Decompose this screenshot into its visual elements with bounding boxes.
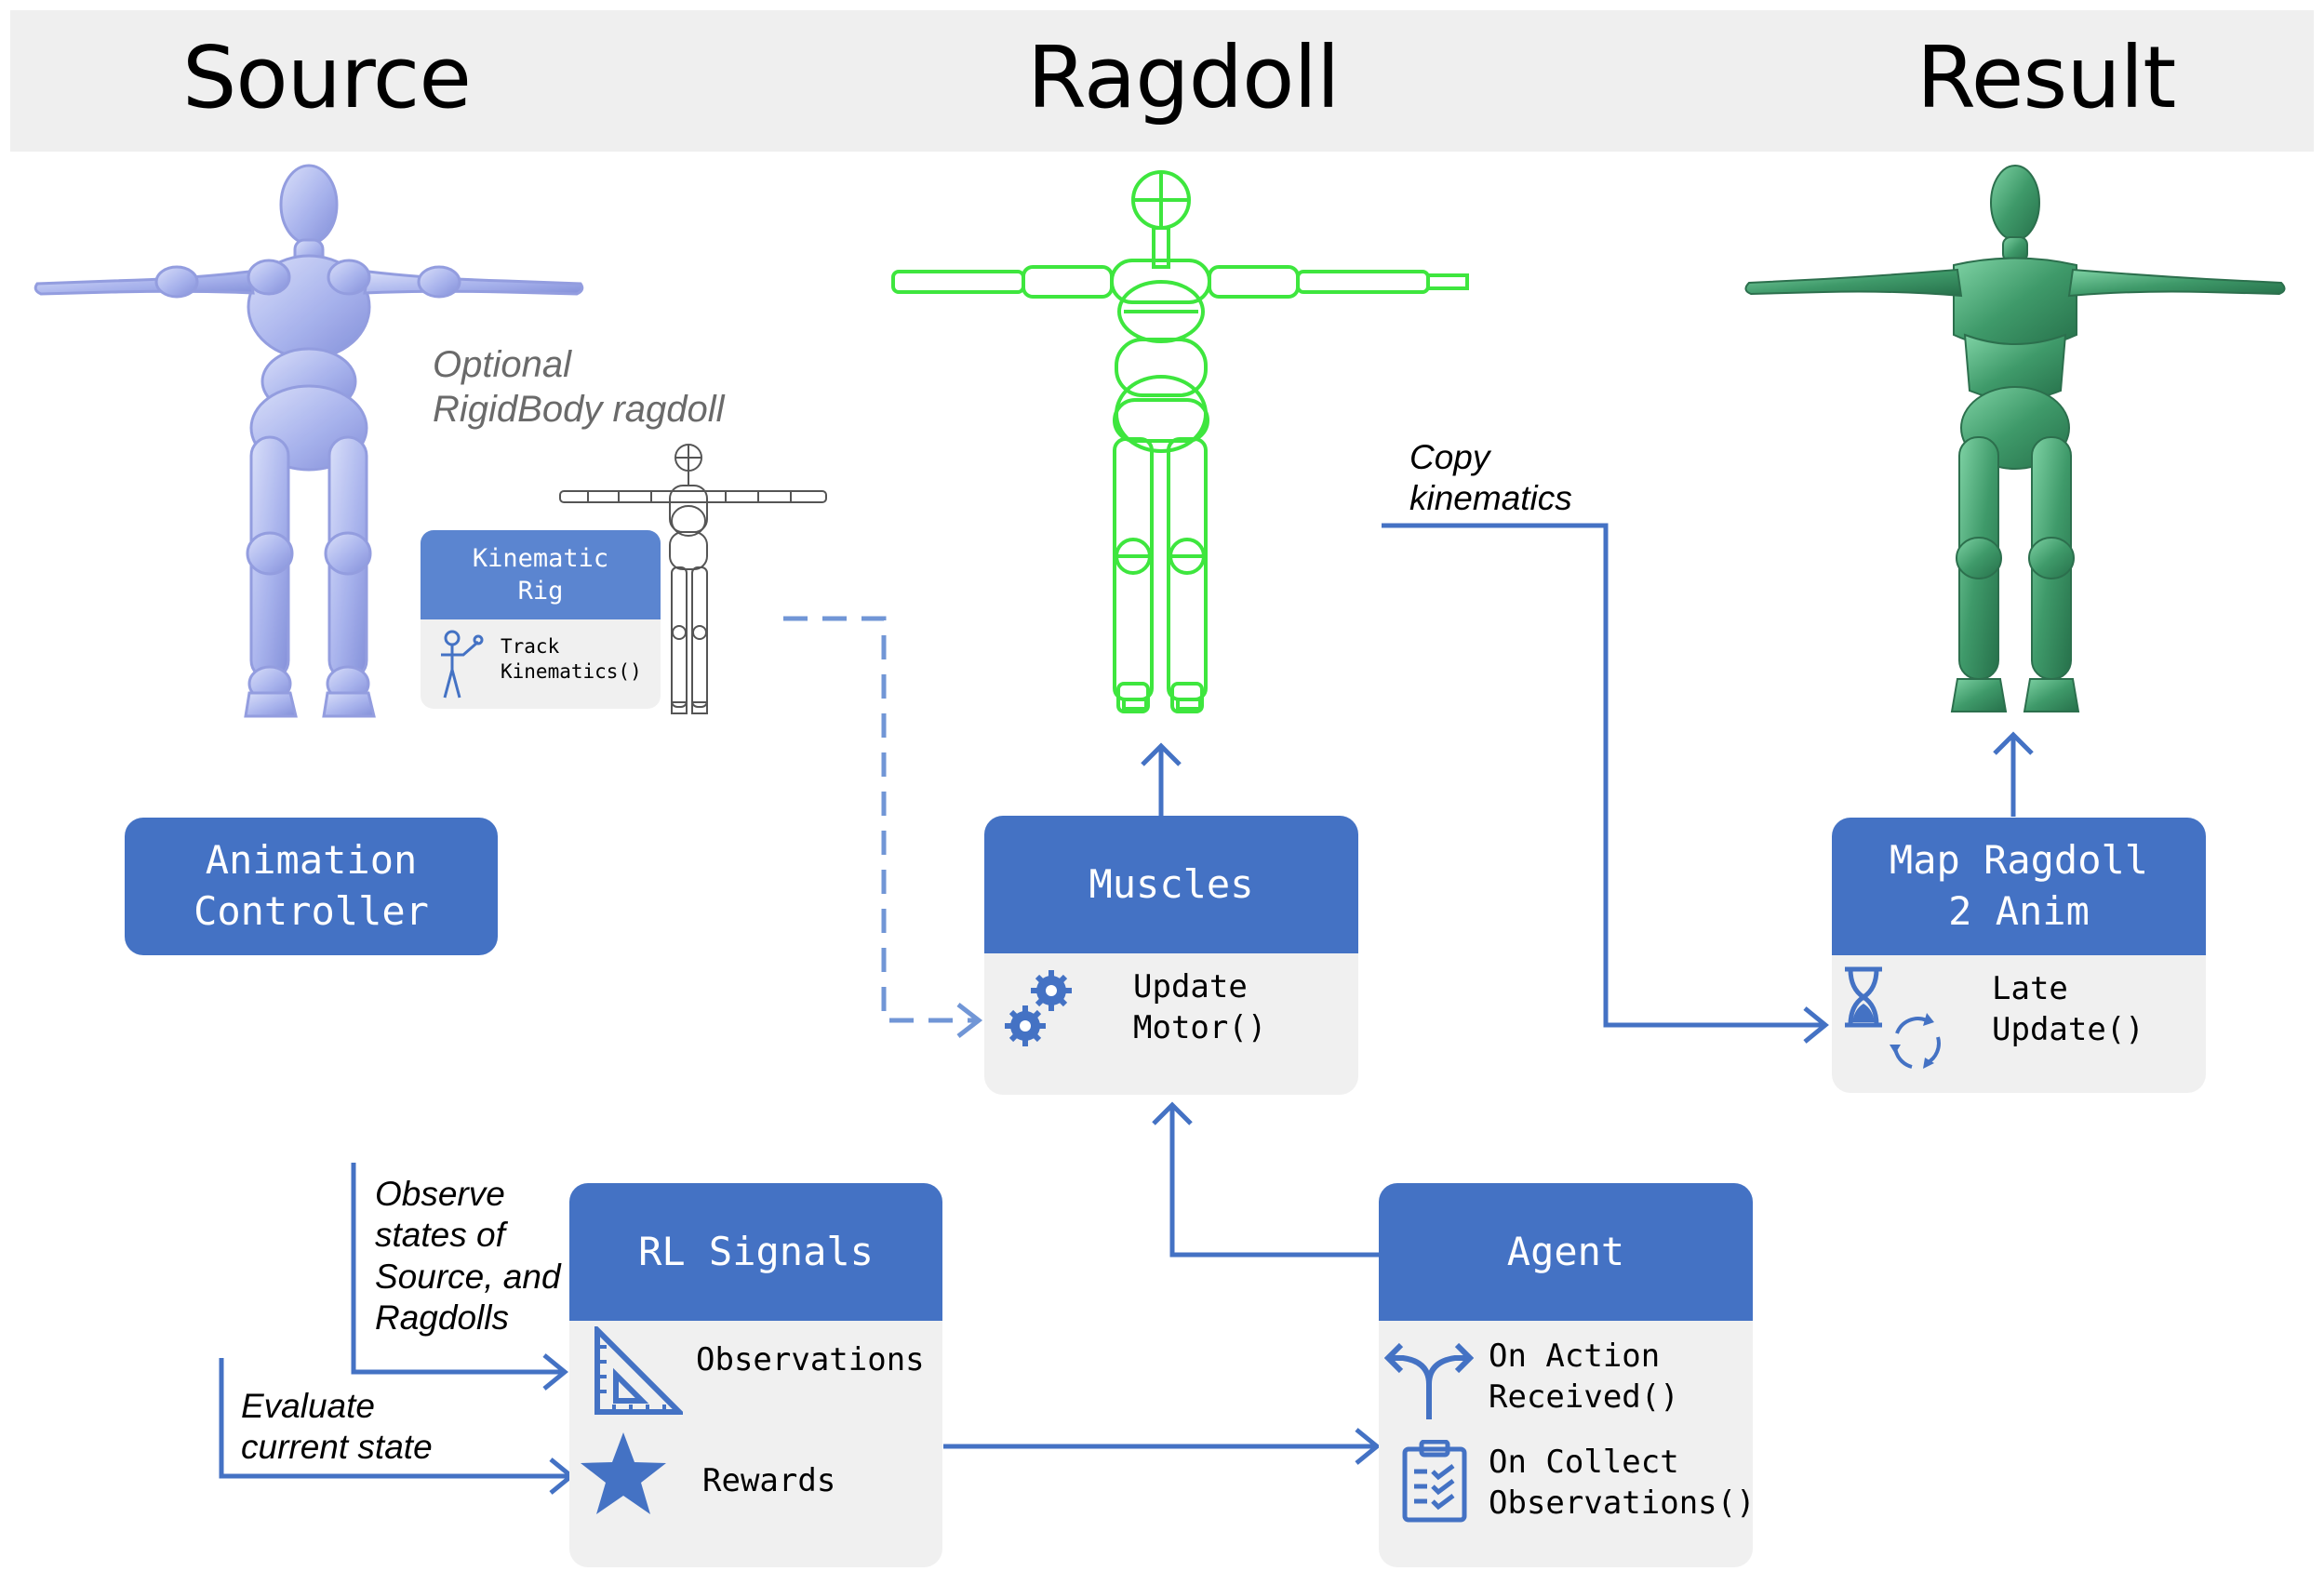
ragdoll-wireframe: [891, 170, 1469, 713]
fork-arrow-icon: [1384, 1342, 1474, 1419]
agent-card: Agent On Action Received() On C: [1379, 1183, 1753, 1567]
kinematic-rig-body: Track Kinematics(): [421, 619, 661, 709]
evaluate-arrow: [219, 1358, 569, 1479]
map-ragdoll-card: Map Ragdoll 2 Anim: [1832, 818, 2206, 1093]
kinematic-rig-card: Kinematic Rig Track Kinematics(): [421, 530, 661, 709]
muscles-title: Muscles: [984, 816, 1358, 953]
clipboard-icon: [1402, 1440, 1467, 1523]
muscles-card: Muscles Update Motor(): [984, 816, 1358, 1095]
rl-signals-body: Observations Rewards: [569, 1321, 942, 1567]
header-bar: [10, 10, 2314, 152]
hourglass-icon: [1845, 966, 1882, 1028]
column-title-ragdoll: Ragdoll: [1027, 28, 1340, 127]
note-observe-states: Observe states of Source, and Ragdolls: [375, 1175, 561, 1338]
note-evaluate-state: Evaluate current state: [241, 1387, 433, 1467]
note-optional-ragdoll: Optional RigidBody ragdoll: [433, 344, 725, 430]
map-ragdoll-title: Map Ragdoll 2 Anim: [1832, 818, 2206, 955]
gears-icon: [1005, 970, 1072, 1046]
agent-to-muscles-arrow: [1169, 1105, 1382, 1258]
agent-body: On Action Received() On Collect Observat…: [1379, 1321, 1753, 1567]
observe-arrow: [351, 1163, 563, 1375]
kinematic-rig-title: Kinematic Rig: [421, 530, 661, 619]
agent-on-collect-method: On Collect Observations(): [1489, 1444, 1753, 1523]
muscles-method: Update Motor(): [1133, 968, 1267, 1047]
kinematic-rig-title-text: Kinematic Rig: [472, 543, 609, 606]
animation-controller-box: Animation Controller: [125, 818, 498, 955]
column-title-result: Result: [1917, 28, 2176, 127]
dashed-connector: [783, 616, 975, 1023]
muscles-body: Update Motor(): [984, 953, 1358, 1095]
agent-on-action-method: On Action Received(): [1489, 1338, 1679, 1417]
map-ragdoll-method: Late Update(): [1992, 970, 2144, 1049]
rl-signals-card: RL Signals Observations Rewards: [569, 1183, 942, 1567]
kinematic-rig-method: Track Kinematics(): [501, 635, 642, 684]
copy-kinematics-arrow: [1382, 523, 1823, 1028]
column-title-source: Source: [182, 28, 472, 127]
rl-observations-label: Observations: [696, 1341, 925, 1378]
map-ragdoll-body: Late Update(): [1832, 955, 2206, 1093]
agent-title: Agent: [1379, 1183, 1753, 1321]
kinematic-rig-wireframe: [559, 444, 827, 714]
rl-signals-title: RL Signals: [569, 1183, 942, 1321]
note-copy-kinematics: Copy kinematics: [1409, 438, 1572, 518]
rl-rewards-label: Rewards: [702, 1462, 836, 1499]
figure-icon: [441, 630, 484, 699]
triangle-ruler-icon: [594, 1326, 683, 1415]
connector-arrows: [219, 523, 2034, 1495]
star-icon: [581, 1432, 666, 1514]
refresh-icon: [1890, 1013, 1941, 1069]
result-figure: [1744, 165, 2286, 712]
source-figure: [33, 164, 584, 718]
